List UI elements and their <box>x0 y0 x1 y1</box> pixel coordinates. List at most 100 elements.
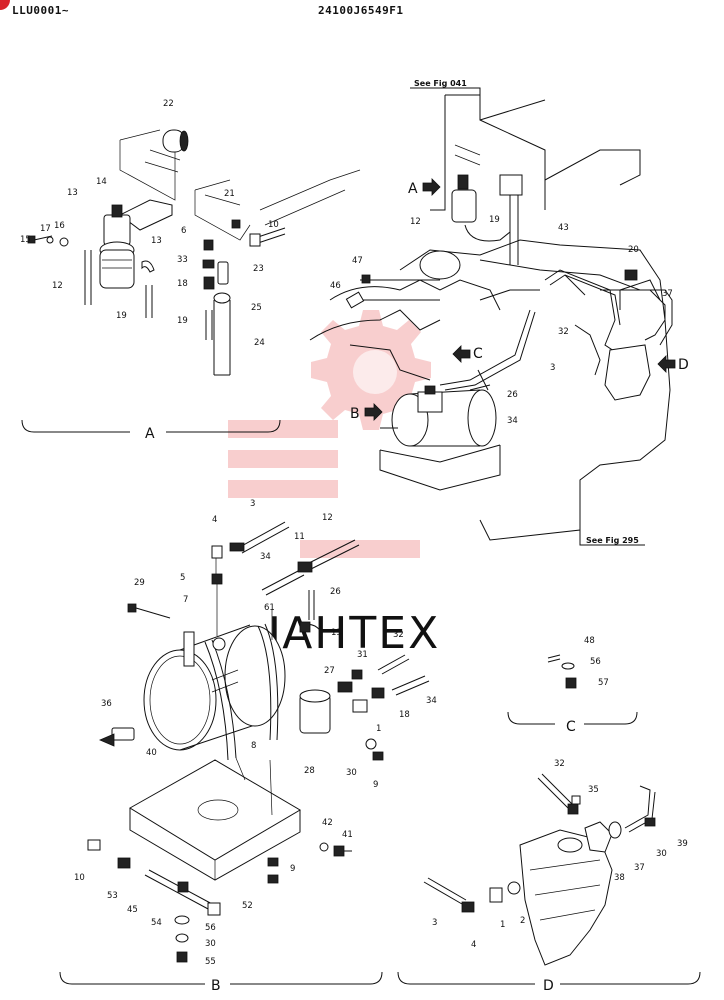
callout-a-10: 10 <box>268 220 279 230</box>
callout-a-19: 19 <box>116 311 127 321</box>
svg-text:D: D <box>678 357 689 373</box>
detail-c <box>507 654 638 725</box>
callout-b-9: 9 <box>373 780 378 790</box>
callout-b-9: 9 <box>290 864 295 874</box>
callout-a-24: 24 <box>254 338 265 348</box>
callout-b-5: 5 <box>180 573 185 583</box>
callout-a-17: 17 <box>40 224 51 234</box>
callout-b-13: 13 <box>331 628 342 638</box>
callout-b-8: 8 <box>251 741 256 751</box>
callout-a-33: 33 <box>177 255 188 265</box>
callout-a-21: 21 <box>224 189 235 199</box>
document-code: LLU0001~ <box>12 4 69 17</box>
callout-main-47: 47 <box>352 256 363 266</box>
callout-main-46: 46 <box>330 281 341 291</box>
callout-b-40: 40 <box>146 748 157 758</box>
callout-d-32: 32 <box>554 759 565 769</box>
callout-b-34: 34 <box>426 696 437 706</box>
callout-b-52: 52 <box>242 901 253 911</box>
callout-main-32: 32 <box>558 327 569 337</box>
callout-b-61: 61 <box>264 603 275 613</box>
see-fig-295-label: See Fig 295 <box>586 536 639 545</box>
callout-b-3: 3 <box>250 499 255 509</box>
section-label-c: C <box>566 719 576 735</box>
callout-a-16: 16 <box>54 221 65 231</box>
callout-b-54: 54 <box>151 918 162 928</box>
see-fig-041-label: See Fig 041 <box>414 79 467 88</box>
engine-assembly <box>309 87 673 546</box>
callout-d-30: 30 <box>656 849 667 859</box>
callout-a-23: 23 <box>253 264 264 274</box>
detail-b <box>59 521 430 985</box>
svg-text:B: B <box>350 406 360 422</box>
section-label-d: D <box>543 978 554 994</box>
corner-mark <box>0 0 10 10</box>
callout-a-13: 13 <box>67 188 78 198</box>
view-arrow-a: A <box>408 178 441 197</box>
callout-b-26: 26 <box>330 587 341 597</box>
callout-main-34: 34 <box>507 416 518 426</box>
callout-main-19: 19 <box>489 215 500 225</box>
callout-b-12: 12 <box>322 513 333 523</box>
callout-a-14: 14 <box>96 177 107 187</box>
callout-main-43: 43 <box>558 223 569 233</box>
callout-b-32: 32 <box>393 630 404 640</box>
view-arrow-b: B <box>350 403 383 422</box>
callout-a-15: 15 <box>20 235 31 245</box>
part-number: 24100J6549F1 <box>318 4 404 17</box>
callout-c-48: 48 <box>584 636 595 646</box>
callout-a-13: 13 <box>151 236 162 246</box>
callout-b-30: 30 <box>205 939 216 949</box>
callout-b-28: 28 <box>304 766 315 776</box>
svg-text:C: C <box>473 346 483 362</box>
callout-b-53: 53 <box>107 891 118 901</box>
callout-a-25: 25 <box>251 303 262 313</box>
callout-b-29: 29 <box>134 578 145 588</box>
callout-d-1: 1 <box>500 920 505 930</box>
callout-c-56: 56 <box>590 657 601 667</box>
view-arrow-c: C <box>452 345 483 363</box>
callout-a-22: 22 <box>163 99 174 109</box>
callout-b-45: 45 <box>127 905 138 915</box>
detail-d <box>397 773 701 985</box>
callout-b-7: 7 <box>183 595 188 605</box>
callout-b-4: 4 <box>212 515 217 525</box>
callout-b-11: 11 <box>294 532 305 542</box>
callout-main-26: 26 <box>507 390 518 400</box>
callout-c-57: 57 <box>598 678 609 688</box>
callout-b-1: 1 <box>376 724 381 734</box>
callout-main-37: 37 <box>662 289 673 299</box>
callout-d-37: 37 <box>634 863 645 873</box>
callout-a-18: 18 <box>177 279 188 289</box>
callout-main-12: 12 <box>410 217 421 227</box>
watermark-text: JAHTEX <box>265 608 440 659</box>
svg-text:A: A <box>408 181 418 197</box>
callout-b-36: 36 <box>101 699 112 709</box>
callout-a-19: 19 <box>177 316 188 326</box>
callout-a-12: 12 <box>52 281 63 291</box>
callout-b-41: 41 <box>342 830 353 840</box>
callout-d-39: 39 <box>677 839 688 849</box>
callout-b-18: 18 <box>399 710 410 720</box>
callout-d-35: 35 <box>588 785 599 795</box>
callout-b-56: 56 <box>205 923 216 933</box>
callout-a-6: 6 <box>181 226 186 236</box>
callout-b-27: 27 <box>324 666 335 676</box>
callout-b-31: 31 <box>357 650 368 660</box>
callout-b-34: 34 <box>260 552 271 562</box>
section-label-b: B <box>211 978 221 994</box>
callout-d-4: 4 <box>471 940 476 950</box>
section-label-a: A <box>145 426 155 442</box>
callout-main-3: 3 <box>550 363 555 373</box>
callout-d-3: 3 <box>432 918 437 928</box>
callout-b-42: 42 <box>322 818 333 828</box>
callout-d-2: 2 <box>520 916 525 926</box>
detail-a <box>21 129 361 433</box>
callout-b-30: 30 <box>346 768 357 778</box>
callout-main-20: 20 <box>628 245 639 255</box>
callout-b-55: 55 <box>205 957 216 967</box>
callout-b-10: 10 <box>74 873 85 883</box>
callout-d-38: 38 <box>614 873 625 883</box>
